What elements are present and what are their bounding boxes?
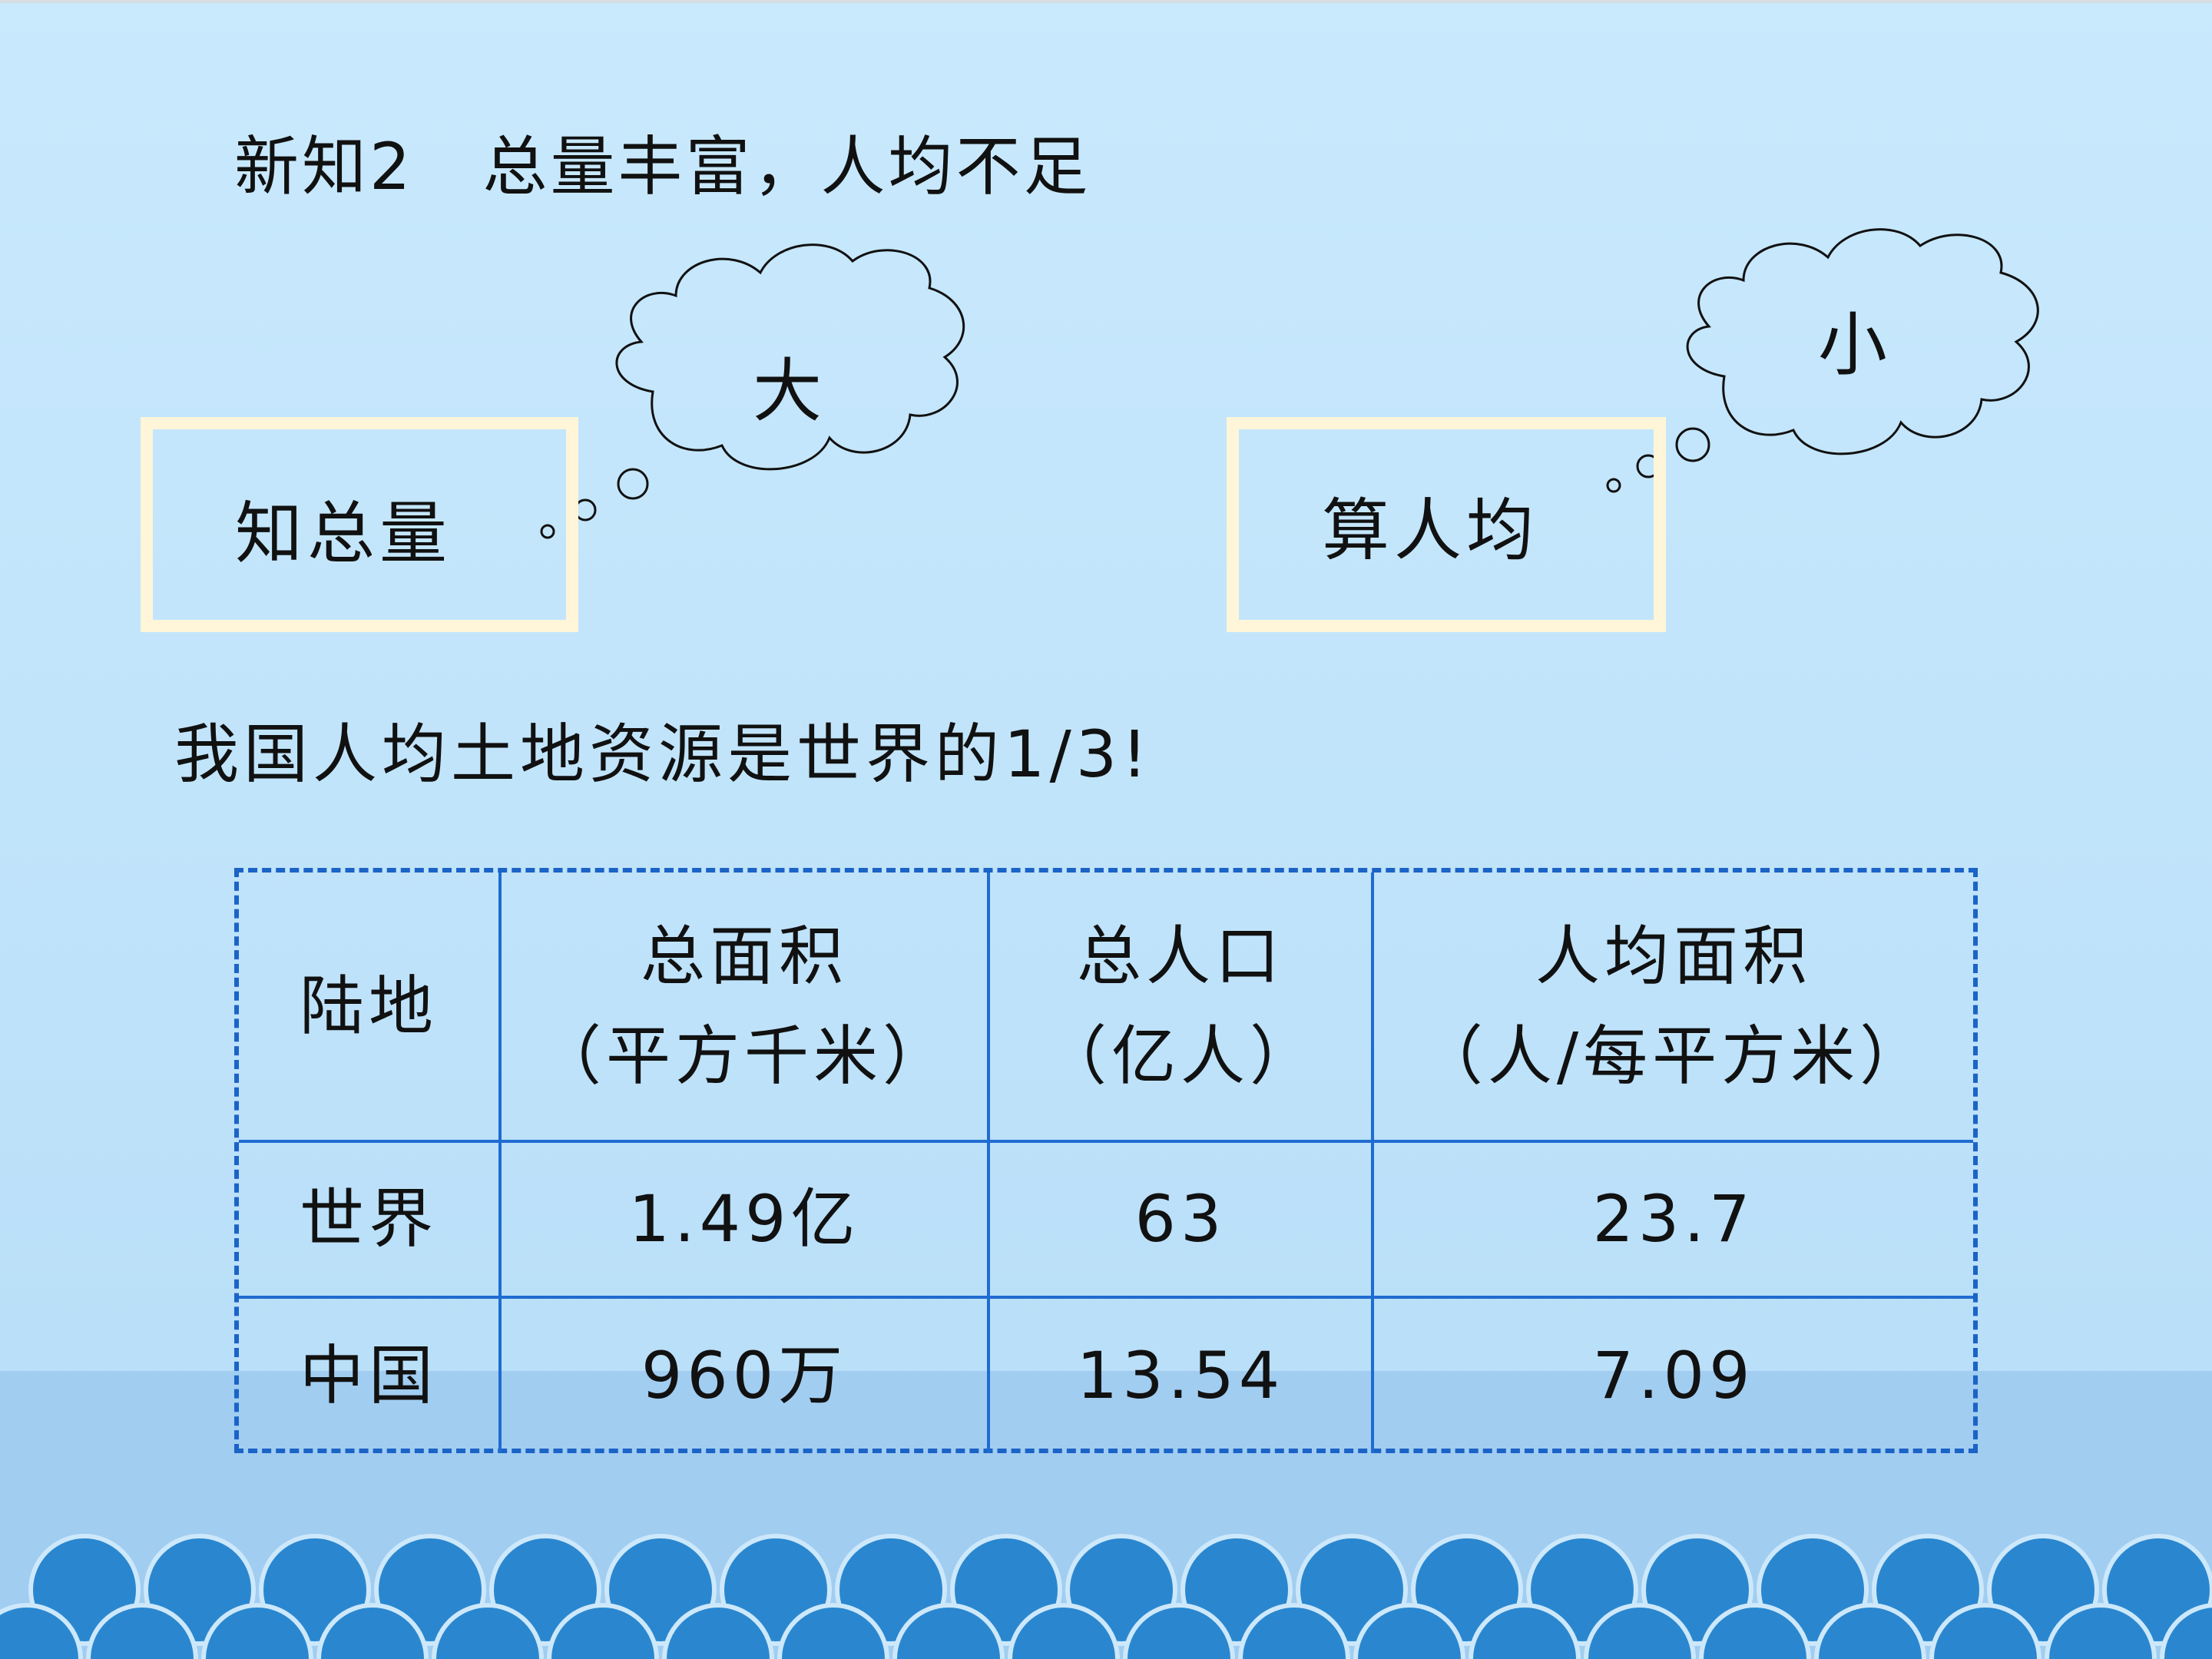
title-label: 新知2 bbox=[234, 129, 414, 204]
fact-statement: 我国人均土地资源是世界的1/3! bbox=[174, 717, 1152, 792]
cloud-right-text: 小 bbox=[1818, 305, 1887, 386]
cell-per-capita: 23.7 bbox=[1371, 1140, 1973, 1299]
table-row: 世界 1.49亿 63 23.7 bbox=[239, 1140, 1973, 1299]
cloud-left-text: 大 bbox=[753, 351, 822, 432]
cell-land: 世界 bbox=[239, 1140, 502, 1299]
per-capita-box: 算人均 bbox=[1227, 417, 1666, 632]
header-area: 总面积 （平方千米） bbox=[498, 873, 990, 1143]
total-amount-box: 知总量 bbox=[141, 417, 578, 632]
cell-population: 13.54 bbox=[987, 1296, 1374, 1453]
header-population: 总人口 （亿人） bbox=[987, 873, 1374, 1143]
table-row: 中国 960万 13.54 7.09 bbox=[239, 1296, 1973, 1453]
cell-area: 1.49亿 bbox=[498, 1140, 990, 1299]
cell-land: 中国 bbox=[239, 1296, 502, 1453]
header-per-line2: （人/每平方米） bbox=[1418, 1018, 1929, 1094]
table-header-row: 陆地 总面积 （平方千米） 总人口 （亿人） 人均面积 （人/每平方米） bbox=[239, 873, 1973, 1143]
per-capita-text: 算人均 bbox=[1322, 491, 1539, 570]
cell-per-capita: 7.09 bbox=[1371, 1296, 1973, 1453]
total-amount-text: 知总量 bbox=[235, 494, 452, 573]
title-text: 总量丰富，人均不足 bbox=[482, 129, 1091, 204]
bubble-dot-l3 bbox=[617, 468, 649, 500]
wave-decoration bbox=[0, 1534, 2212, 1659]
top-border bbox=[0, 0, 2212, 3]
header-area-line2: （平方千米） bbox=[536, 1018, 952, 1094]
header-pop-line2: （亿人） bbox=[1041, 1018, 1319, 1094]
header-land-text: 陆地 bbox=[299, 968, 438, 1044]
header-land: 陆地 bbox=[239, 873, 502, 1143]
cell-area: 960万 bbox=[498, 1296, 990, 1453]
header-area-line1: 总面积 bbox=[640, 918, 848, 994]
land-resource-table: 陆地 总面积 （平方千米） 总人口 （亿人） 人均面积 （人/每平方米） 世界 … bbox=[234, 868, 1978, 1453]
header-per-capita: 人均面积 （人/每平方米） bbox=[1371, 873, 1973, 1143]
bubble-dot-r3 bbox=[1675, 427, 1710, 462]
cell-population: 63 bbox=[987, 1140, 1374, 1299]
header-per-line1: 人均面积 bbox=[1535, 918, 1812, 994]
header-pop-line1: 总人口 bbox=[1076, 918, 1284, 994]
